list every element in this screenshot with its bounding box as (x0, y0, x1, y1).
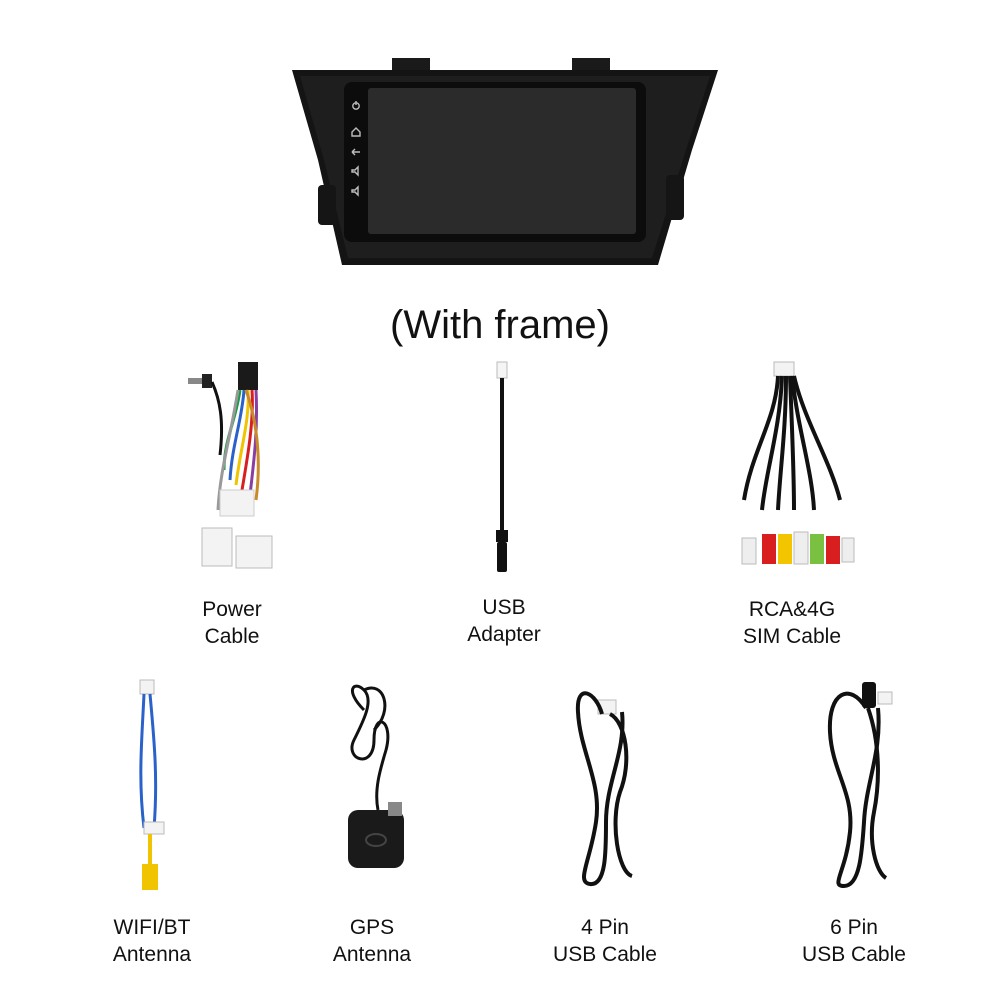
usb-adapter-image (496, 361, 508, 572)
frame-caption: (With frame) (390, 303, 610, 347)
back-icon (351, 148, 360, 156)
4-pin-usb-cable-image (575, 691, 634, 886)
power-cable-image (188, 362, 273, 569)
rca-4g-sim-cable-image (741, 361, 855, 565)
wifi-bt-antenna-image (139, 679, 165, 890)
wifi-bt-antenna-caption: WIFI/BT Antenna (112, 916, 192, 966)
screen (368, 88, 636, 234)
power-cable-caption: Power Cable (202, 598, 262, 648)
head-unit-image (292, 58, 718, 265)
4-pin-usb-cable-caption: 4 Pin USB Cable (553, 916, 657, 966)
rca-4g-sim-cable-caption: RCA&4G SIM Cable (742, 598, 842, 648)
6-pin-usb-cable-caption: 6 Pin USB Cable (802, 916, 906, 966)
gps-antenna-caption: GPS Antenna (332, 916, 412, 966)
power-icon (352, 101, 360, 110)
home-icon (351, 127, 361, 137)
usb-adapter-caption: USB Adapter (467, 596, 541, 646)
volume-up-icon (351, 165, 359, 177)
volume-down-icon (351, 185, 359, 197)
6-pin-usb-cable-image (827, 682, 893, 889)
gps-antenna-image (348, 684, 404, 868)
